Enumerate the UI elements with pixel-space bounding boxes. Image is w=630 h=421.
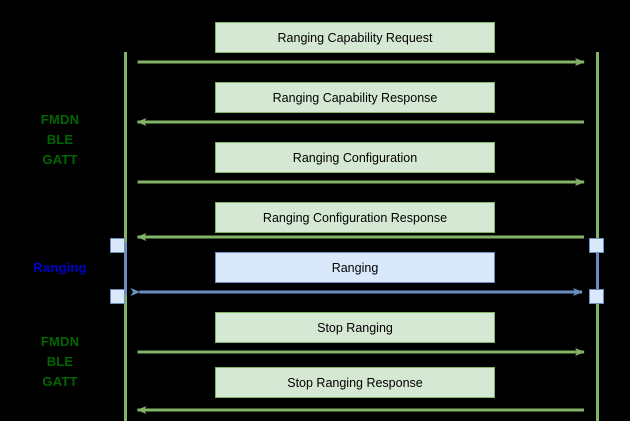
lifeline-left-green-bottom: [124, 295, 127, 421]
lifeline-left-green-top: [124, 52, 127, 242]
msg-stop-ranging-response: Stop Ranging Response: [215, 367, 495, 398]
message-label: Stop Ranging: [317, 320, 393, 335]
lifeline-right-green-bottom: [596, 295, 599, 421]
msg-ranging-capability-request: Ranging Capability Request: [215, 22, 495, 53]
lifeline-right-green-top: [596, 52, 599, 242]
msg-stop-ranging: Stop Ranging: [215, 312, 495, 343]
msg-ranging-capability-response: Ranging Capability Response: [215, 82, 495, 113]
message-label: Ranging: [331, 260, 379, 275]
msg-ranging-configuration-response: Ranging Configuration Response: [215, 202, 495, 233]
message-label: Ranging Configuration Response: [262, 210, 448, 225]
message-label: Ranging Capability Response: [272, 90, 438, 105]
activation-right-end: [589, 289, 604, 304]
msg-ranging-configuration: Ranging Configuration: [215, 142, 495, 173]
message-label: Ranging Capability Request: [277, 30, 433, 45]
lifeline-left-blue: [124, 242, 127, 302]
lifeline-right-blue: [596, 242, 599, 302]
activation-right-start: [589, 238, 604, 253]
phase-ranging: Ranging: [33, 260, 87, 275]
msg-ranging: Ranging: [215, 252, 495, 283]
activation-left-end: [110, 289, 125, 304]
activation-left-start: [110, 238, 125, 253]
message-label: Stop Ranging Response: [287, 375, 423, 390]
phase-fmdn-bottom: FMDN BLE GATT: [40, 334, 80, 389]
message-label: Ranging Configuration: [292, 150, 418, 165]
phase-fmdn-top: FMDN BLE GATT: [40, 112, 80, 167]
